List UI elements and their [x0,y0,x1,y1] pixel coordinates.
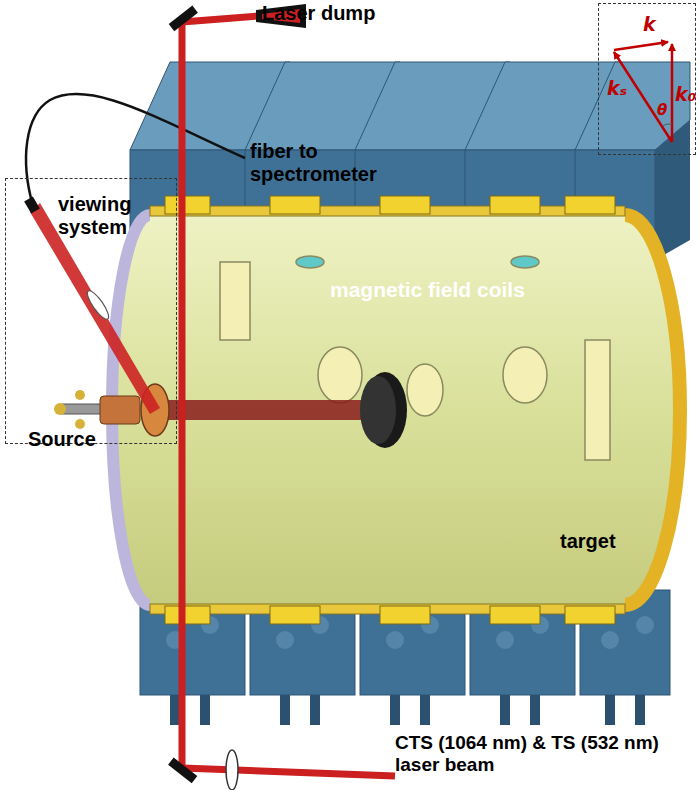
laser-beam [182,768,395,776]
mirror [169,6,198,32]
part-label: Source [28,428,128,451]
window [585,340,610,460]
viewing-system-box: viewing system [5,178,177,444]
fiber-connector [24,196,40,213]
port-hole [296,256,324,268]
port-flange [165,196,210,214]
node-label: viewing system [58,193,176,239]
port-flange [565,606,615,624]
vector-label: k [643,14,663,36]
source-fitting [62,404,102,414]
focusing-lens [226,750,238,790]
vector-label: kₛ [607,78,633,100]
terminal [530,695,540,725]
window [503,347,547,403]
part-label: CTS (1064 nm) & TS (532 nm) laser beam [395,732,695,776]
terminal [500,695,510,725]
source-body [100,396,140,424]
bolt [276,631,294,649]
terminal [310,695,320,725]
bolt [601,631,619,649]
vector-inset-box: k kₛ θk₀ [598,3,696,155]
part-label: fiber to spectrometer [250,140,420,186]
port-flange [565,196,615,214]
port-flange [490,196,540,214]
bolt [386,631,404,649]
port-flange [165,606,210,624]
bolt [496,631,514,649]
collection-lens [84,288,112,322]
port-flange [380,606,430,624]
terminal [390,695,400,725]
vector-label: θ [657,102,673,119]
coil-bottom-row [140,590,670,725]
terminal [200,695,210,725]
window [318,347,362,403]
optical-fiber [26,94,245,206]
k-vector [614,42,668,50]
terminal [605,695,615,725]
source-fitting [54,403,66,415]
target-face [360,376,396,444]
vector-label: k₀ [675,84,697,106]
port-flange [380,196,430,214]
mirror [168,758,197,784]
part-label: magnetic field coils [330,278,580,302]
port-hole [511,256,539,268]
end-flange [625,215,680,605]
k0-vector [671,44,674,142]
bolt [636,616,654,634]
port-flange [490,606,540,624]
terminal [280,695,290,725]
port-flange [270,196,320,214]
viewports [220,256,610,460]
source-fitting [75,419,85,429]
laser-beam [179,22,186,768]
vessel-interior [112,215,680,605]
terminal [420,695,430,725]
coil-terminals [170,695,645,725]
window [407,364,443,416]
part-label: target [560,530,660,553]
port-flange [270,606,320,624]
angle-arc [662,124,672,126]
source-fitting [75,390,85,400]
part-label: Laser dump [262,2,412,25]
terminal [635,695,645,725]
window [220,262,250,340]
laser-beam-inner [160,400,385,420]
laser-beam [182,16,258,22]
